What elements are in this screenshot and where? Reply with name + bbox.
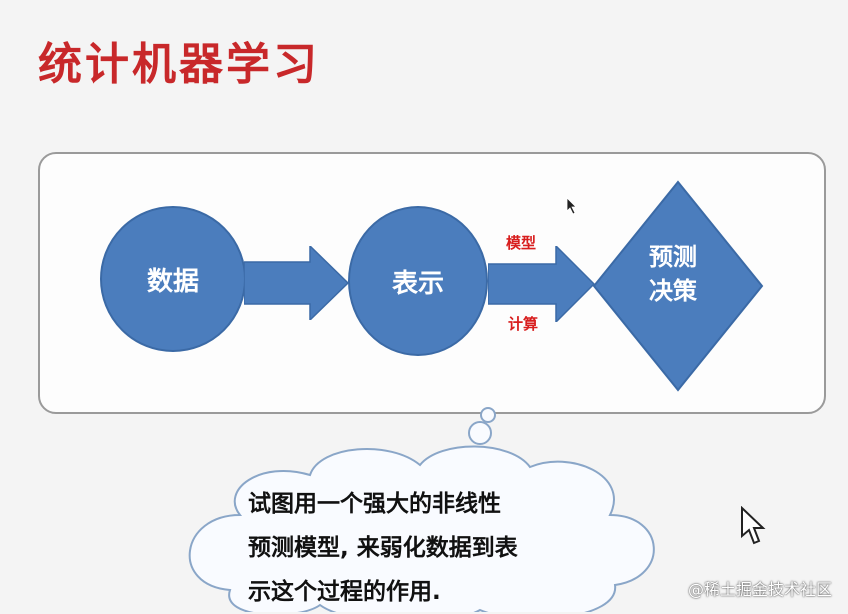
arrow-data-to-representation	[244, 246, 350, 320]
arrow-label-compute: 计算	[508, 315, 539, 333]
watermark: @稀土掘金技术社区	[687, 580, 832, 599]
callout-text: 试图用一个强大的非线性 预测模型, 来弱化数据到表 示这个过程的作用.	[248, 482, 588, 614]
thought-cloud-callout	[188, 407, 655, 612]
decision-node	[592, 180, 764, 392]
data-node: 数据	[100, 206, 246, 352]
decision-label-line1: 预测	[649, 243, 697, 271]
decision-node-label: 预测 决策	[628, 240, 718, 308]
representation-node-label: 表示	[391, 268, 444, 299]
callout-line-2: 预测模型, 来弱化数据到表	[248, 535, 518, 561]
arrow-representation-to-decision	[488, 246, 596, 322]
callout-line-1: 试图用一个强大的非线性	[248, 491, 501, 517]
pointer-cursor-icon	[566, 197, 577, 215]
mouse-cursor-icon	[741, 506, 766, 545]
data-node-label: 数据	[146, 266, 199, 297]
decision-label-line2: 决策	[649, 277, 697, 305]
slide-title: 统计机器学习	[38, 39, 320, 90]
arrow-label-model: 模型	[506, 234, 537, 252]
representation-node: 表示	[348, 206, 488, 356]
callout-line-3: 示这个过程的作用.	[248, 579, 441, 605]
